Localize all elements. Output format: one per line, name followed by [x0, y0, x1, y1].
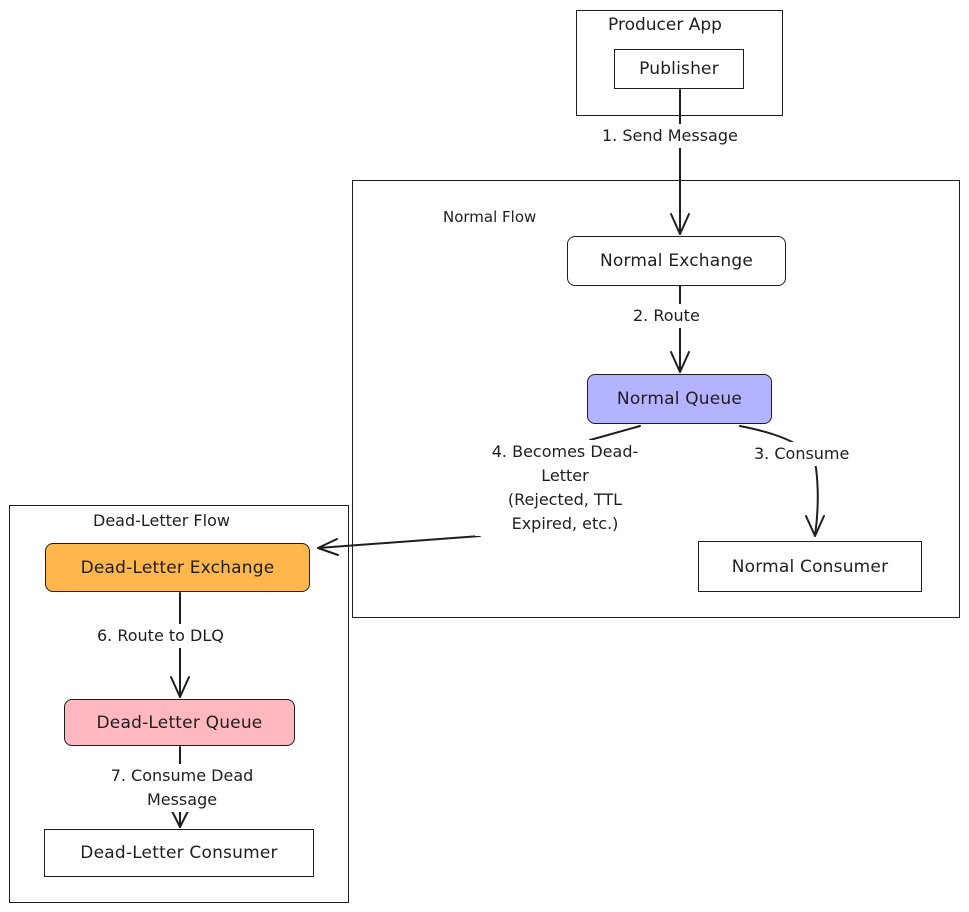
label-consume-dead-message-line-1: 7. Consume Dead — [110, 764, 254, 788]
label-send-message: 1. Send Message — [602, 124, 738, 148]
producer-app-title: Producer App — [608, 15, 722, 35]
dead-letter-consumer-node: Dead-Letter Consumer — [44, 829, 314, 877]
label-consume-dead-message: 7. Consume Dead Message — [92, 764, 272, 812]
label-becomes-dead-letter-line-3: (Rejected, TTL — [507, 490, 623, 509]
normal-queue-node: Normal Queue — [587, 374, 772, 424]
dead-letter-flow-frame — [9, 505, 349, 903]
normal-flow-title: Normal Flow — [443, 208, 537, 226]
label-consume-dead-message-line-2: Message — [146, 788, 218, 812]
label-route: 2. Route — [633, 304, 700, 328]
normal-consumer-node: Normal Consumer — [698, 541, 922, 592]
publisher-node: Publisher — [614, 49, 744, 89]
dead-letter-flow-title: Dead-Letter Flow — [93, 511, 230, 530]
label-becomes-dead-letter-line-2: Letter — [541, 466, 589, 485]
normal-exchange-node: Normal Exchange — [567, 236, 786, 286]
label-becomes-dead-letter-line-4: Expired, etc.) — [511, 514, 619, 533]
dead-letter-exchange-node: Dead-Letter Exchange — [45, 543, 310, 592]
dead-letter-queue-node: Dead-Letter Queue — [64, 699, 295, 746]
label-route-to-dlq: 6. Route to DLQ — [97, 624, 224, 648]
normal-flow-frame — [352, 180, 960, 618]
label-becomes-dead-letter-line-1: 4. Becomes Dead- — [491, 442, 639, 461]
label-consume: 3. Consume — [754, 442, 850, 466]
label-becomes-dead-letter: 4. Becomes Dead- Letter (Rejected, TTL E… — [475, 440, 655, 536]
